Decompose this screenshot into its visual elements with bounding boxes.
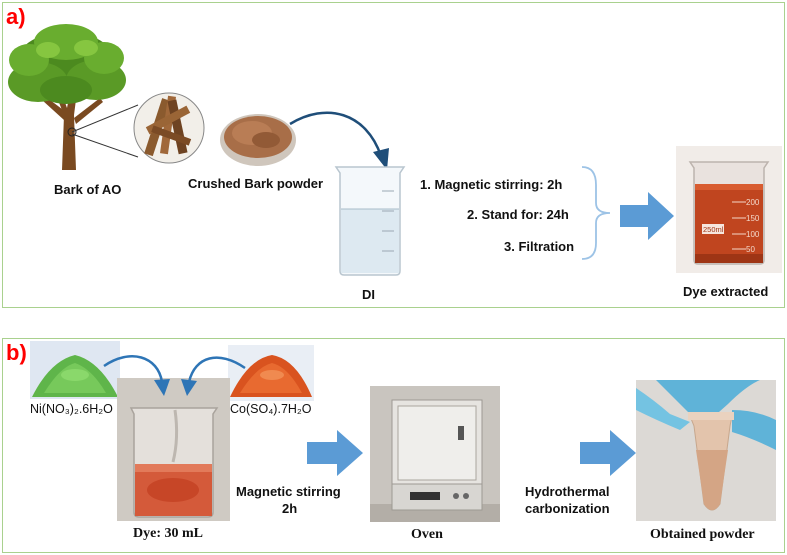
- product-photo: [636, 380, 776, 521]
- oven-label: Oven: [411, 527, 443, 542]
- beaker-250-label: 250ml: [703, 225, 724, 234]
- hydro-label-1: Hydrothermal: [525, 484, 610, 499]
- beaker-mark-150: 150: [746, 214, 760, 223]
- step-1: 1. Magnetic stirring: 2h: [420, 177, 563, 192]
- panel-a-label: a): [6, 4, 26, 29]
- steps-brace: [581, 166, 611, 260]
- pour-arrow: [289, 111, 389, 170]
- process-arrow-a: [620, 192, 674, 240]
- ni-salt-label: Ni(NO₃)₂.6H₂O: [30, 402, 113, 416]
- dye-extracted-label: Dye extracted: [683, 284, 769, 299]
- callout-lines: [71, 104, 139, 158]
- tree-illustration: [8, 24, 126, 170]
- product-label: Obtained powder: [650, 527, 755, 542]
- stirring-label-2: 2h: [282, 501, 298, 516]
- beaker-mark-200: 200: [746, 198, 760, 207]
- di-label: DI: [362, 287, 375, 302]
- co-salt-label: Co(SO₄).7H₂O: [230, 402, 312, 416]
- ni-pour-arrow: [103, 355, 170, 396]
- co-salt-photo: [228, 345, 314, 401]
- di-beaker-image: [334, 166, 406, 276]
- dye-30ml-label: Dye: 30 mL: [133, 526, 203, 541]
- dye-30ml-photo: [117, 378, 230, 521]
- oven-photo: [370, 386, 500, 522]
- bark-label: Bark of AO: [54, 182, 122, 197]
- dye-beaker-photo: 200 150 100 50 250ml: [676, 146, 782, 273]
- crushed-powder-image: [220, 114, 296, 166]
- step-2: 2. Stand for: 24h: [467, 207, 569, 222]
- crushed-label: Crushed Bark powder: [188, 176, 324, 191]
- beaker-mark-50: 50: [746, 245, 755, 254]
- co-pour-arrow: [181, 356, 246, 396]
- step-3: 3. Filtration: [504, 239, 575, 254]
- process-arrow-b2: [580, 430, 636, 476]
- hydro-label-2: carbonization: [525, 501, 610, 516]
- beaker-mark-100: 100: [746, 230, 760, 239]
- bark-pieces-image: [133, 92, 205, 164]
- process-arrow-b1: [307, 430, 363, 476]
- stirring-label-1: Magnetic stirring: [236, 484, 341, 499]
- panel-b-label: b): [6, 340, 27, 365]
- ni-salt-photo: [30, 341, 120, 399]
